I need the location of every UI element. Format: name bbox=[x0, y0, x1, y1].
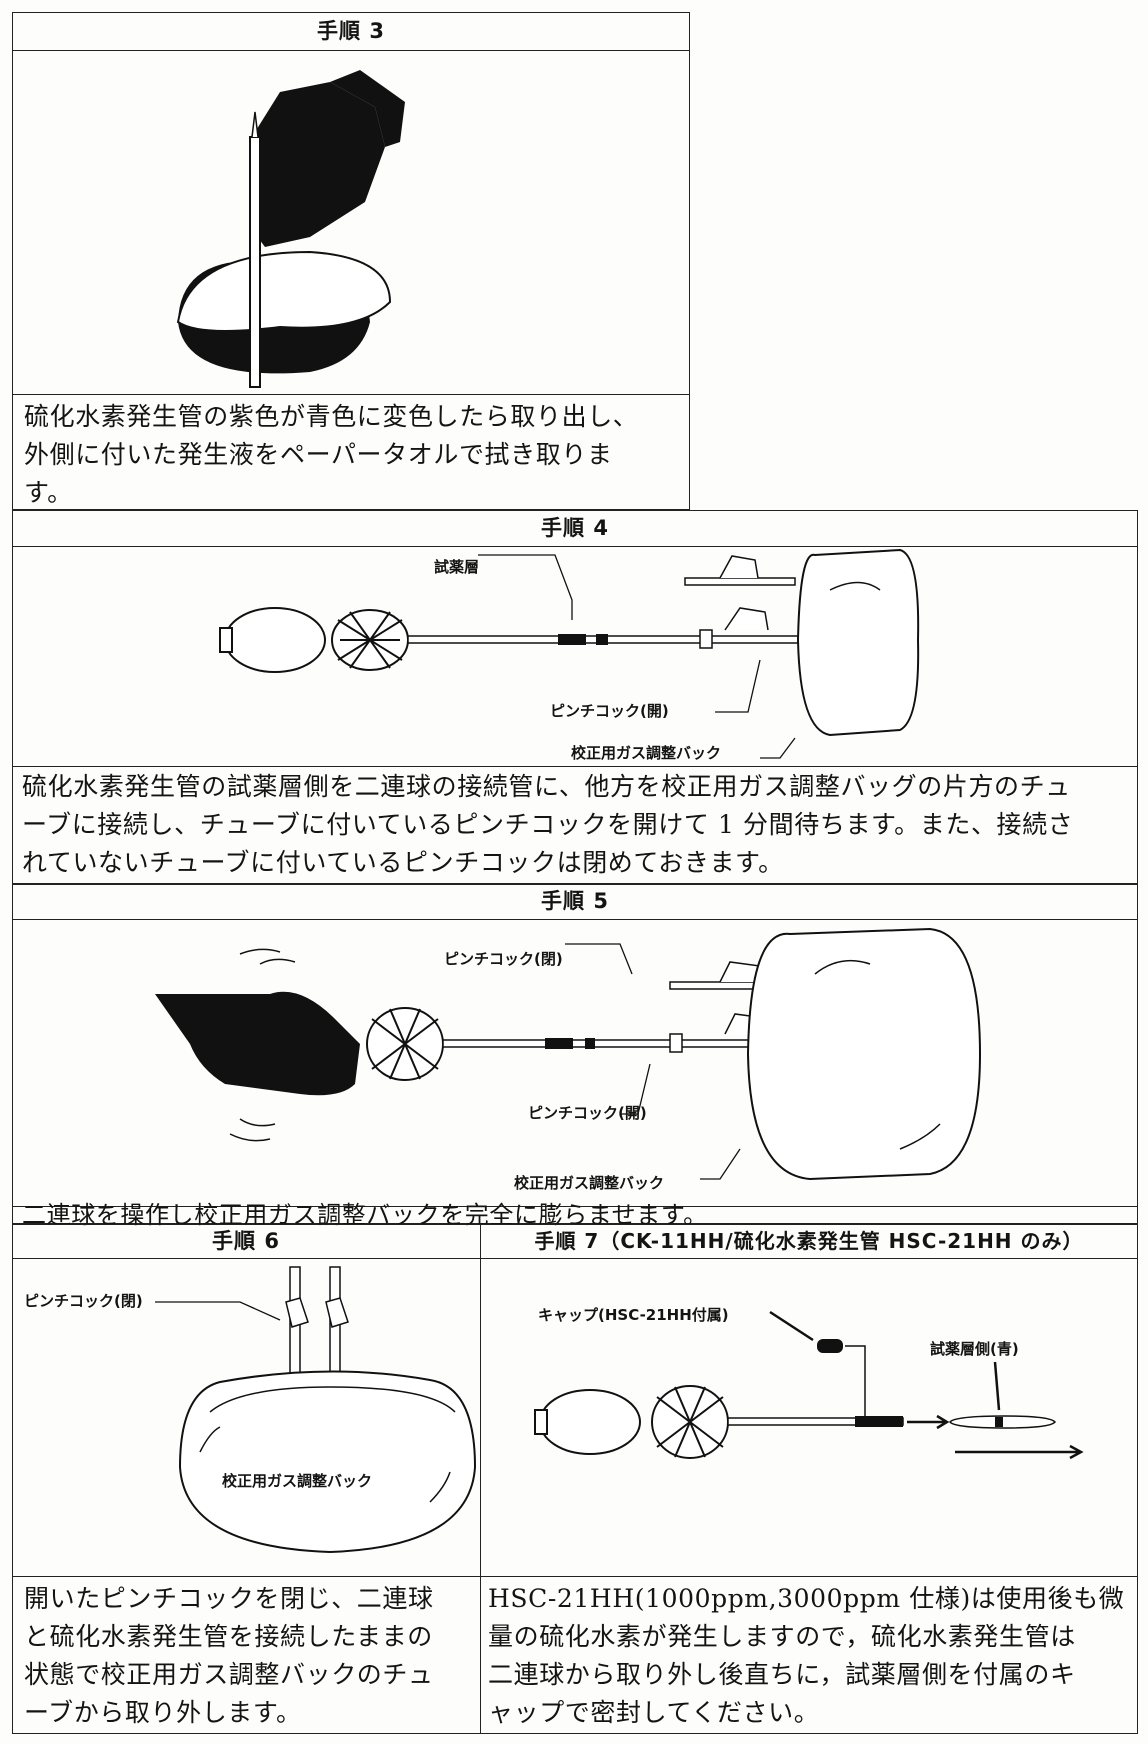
step4-illustration bbox=[219, 548, 920, 759]
step5-pinch-closed-label: ピンチコック(閉) bbox=[444, 950, 563, 968]
step6-7-text-divider bbox=[12, 1576, 1138, 1577]
step3-illustration bbox=[176, 70, 405, 388]
step6-illustration bbox=[155, 1266, 477, 1554]
step7-reagent-side-label: 試薬層側(青) bbox=[930, 1340, 1019, 1358]
step6-bag-label: 校正用ガス調整バック bbox=[222, 1472, 373, 1490]
step4-header-divider bbox=[12, 546, 1138, 547]
step7-title: 手順 7（CK-11HH/硫化水素発生管 HSC-21HH のみ） bbox=[534, 1229, 1084, 1253]
step3-text: 硫化水素発生管の紫色が青色に変色したら取り出し、 外側に付いた発生液をペーパータ… bbox=[24, 402, 639, 507]
step4-text: 硫化水素発生管の試薬層側を二連球の接続管に、他方を校正用ガス調整バッグの片方のチ… bbox=[22, 772, 1074, 877]
step6-title: 手順 6 bbox=[212, 1229, 280, 1253]
step6-7-header-divider bbox=[12, 1258, 1138, 1259]
step5-bag-label: 校正用ガス調整バック bbox=[514, 1174, 665, 1192]
step5-panel bbox=[12, 884, 1138, 1224]
step3-text-divider bbox=[12, 394, 690, 395]
step5-title: 手順 5 bbox=[541, 889, 609, 913]
step4-title: 手順 4 bbox=[541, 516, 609, 540]
step6-text: 開いたピンチコックを閉じ、二連球 と硫化水素発生管を接続したままの 状態で校正用… bbox=[24, 1584, 434, 1727]
step3-panel bbox=[12, 12, 690, 510]
step5-pinch-open-label: ピンチコック(開) bbox=[528, 1104, 647, 1122]
step7-illustration bbox=[534, 1310, 1084, 1460]
step6-pinch-label: ピンチコック(閉) bbox=[24, 1292, 143, 1310]
step5-illustration bbox=[155, 927, 982, 1181]
step4-panel bbox=[12, 510, 1138, 884]
step4-text-divider bbox=[12, 766, 1138, 767]
step4-bag-label: 校正用ガス調整バック bbox=[571, 744, 722, 762]
step7-cap-label: キャップ(HSC-21HH付属) bbox=[538, 1306, 729, 1324]
step4-reagent-label: 試薬層 bbox=[434, 558, 480, 576]
step5-header-divider bbox=[12, 919, 1138, 920]
step6-7-divider bbox=[480, 1224, 481, 1734]
step5-text-divider bbox=[12, 1206, 1138, 1207]
step6-7-panel bbox=[12, 1224, 1138, 1734]
step4-pinch-label: ピンチコック(開) bbox=[550, 702, 669, 720]
step3-header-divider bbox=[12, 50, 690, 51]
step7-text: HSC-21HH(1000ppm,3000ppm 仕様)は使用後も微 量の硫化水… bbox=[488, 1584, 1125, 1727]
step3-title: 手順 3 bbox=[317, 19, 385, 43]
